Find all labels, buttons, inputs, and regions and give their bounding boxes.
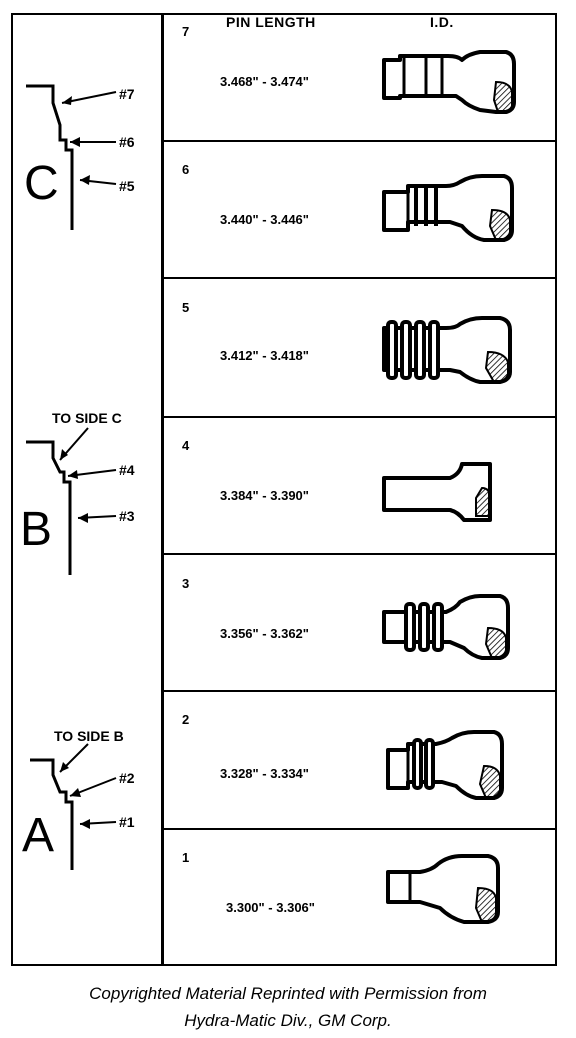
pin-profile-5	[382, 316, 512, 384]
pin-profile-7	[382, 50, 516, 114]
pin-length-value: 3.412" - 3.418"	[220, 348, 309, 363]
caption-line-2: Hydra-Matic Div., GM Corp.	[184, 1011, 392, 1030]
row-number: 6	[182, 162, 190, 177]
pin-length-value: 3.300" - 3.306"	[226, 900, 315, 915]
row-divider	[163, 828, 555, 830]
copyright-caption: Copyrighted Material Reprinted with Perm…	[0, 980, 576, 1034]
pin-profile-3	[382, 594, 510, 660]
group-letter-b: B	[20, 503, 53, 556]
column-divider	[161, 13, 164, 966]
label-5: #5	[119, 178, 135, 194]
stepped-profile-a	[30, 743, 117, 870]
pin-profile-4	[382, 462, 492, 522]
pin-length-value: 3.440" - 3.446"	[220, 212, 309, 227]
diagram-frame	[11, 13, 557, 966]
label-4: #4	[119, 462, 135, 478]
label-1: #1	[119, 814, 135, 830]
label-7: #7	[119, 86, 135, 102]
caption-line-1: Copyrighted Material Reprinted with Perm…	[89, 984, 487, 1003]
row-divider	[163, 277, 555, 279]
row-number: 5	[182, 300, 190, 315]
id-header: I.D.	[430, 14, 454, 30]
label-6: #6	[119, 134, 135, 150]
row-number: 7	[182, 24, 190, 39]
row-divider	[163, 553, 555, 555]
stepped-profile-c	[26, 84, 117, 230]
pin-length-value: 3.356" - 3.362"	[220, 626, 309, 641]
note-to-side-c: TO SIDE C	[52, 410, 122, 426]
row-number: 2	[182, 712, 190, 727]
pin-length-value: 3.384" - 3.390"	[220, 488, 309, 503]
group-letter-a: A	[22, 809, 55, 862]
row-divider	[163, 140, 555, 142]
pin-profile-2	[386, 730, 504, 800]
row-number: 1	[182, 850, 190, 865]
row-number: 3	[182, 576, 190, 591]
pin-length-value: 3.468" - 3.474"	[220, 74, 309, 89]
stepped-profile-b	[26, 427, 117, 575]
row-divider	[163, 416, 555, 418]
note-to-side-b: TO SIDE B	[54, 728, 124, 744]
pin-length-value: 3.328" - 3.334"	[220, 766, 309, 781]
row-number: 4	[182, 438, 190, 453]
pin-length-header: PIN LENGTH	[226, 14, 316, 30]
group-letter-c: C	[24, 157, 59, 210]
label-3: #3	[119, 508, 135, 524]
row-divider	[163, 690, 555, 692]
pin-profile-1	[386, 854, 500, 924]
label-2: #2	[119, 770, 135, 786]
pin-profile-6	[382, 174, 514, 242]
